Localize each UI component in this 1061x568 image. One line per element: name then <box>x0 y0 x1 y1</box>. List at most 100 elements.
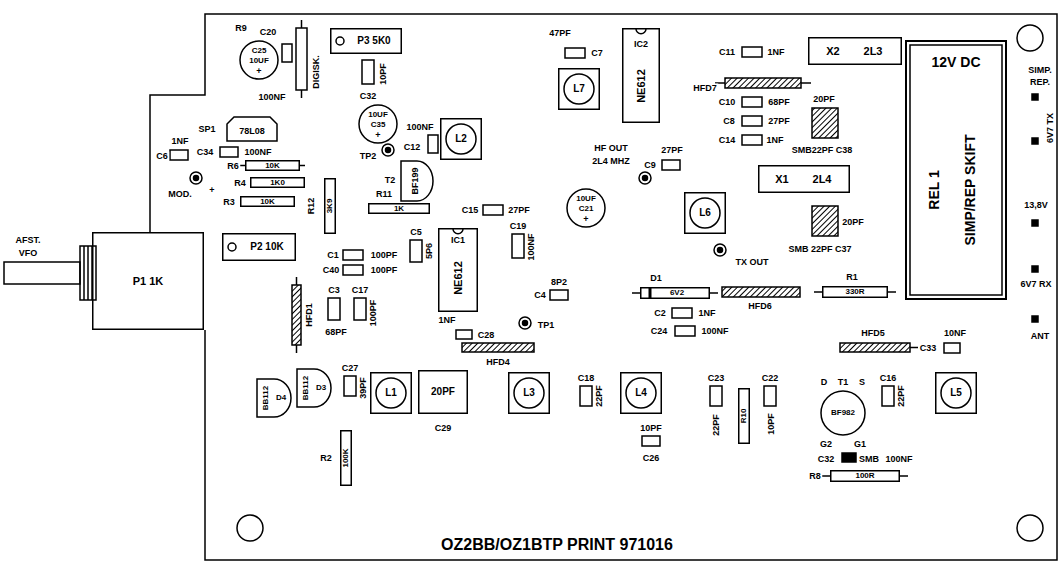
part-text: + <box>375 131 380 140</box>
part-label: SMB 22PF C37 <box>787 245 852 254</box>
part-label: TP1 <box>537 321 556 330</box>
part-text: L1 <box>385 388 397 398</box>
part-label: 39PF <box>359 376 368 400</box>
part-label: 27PF <box>660 146 684 155</box>
outline-stroke <box>739 389 750 444</box>
part-label: G1 <box>853 440 867 449</box>
outline-stroke <box>831 471 900 482</box>
part-text: X1 <box>775 174 788 185</box>
part-text: 2L3 <box>864 46 883 57</box>
part-label: HFD5 <box>860 329 886 338</box>
part-text: 10UF <box>249 57 269 65</box>
part-text: NE612 <box>453 261 464 295</box>
part-text: 20PF <box>431 387 455 397</box>
part-text: P2 10K <box>250 242 283 252</box>
part-label: 100NF <box>405 123 434 132</box>
component-outline: 10UFC35+ <box>358 104 398 144</box>
part-text: 6V2 <box>670 289 684 297</box>
part-label: R4 <box>233 179 247 188</box>
part-label: SMB22PF C38 <box>791 146 854 155</box>
component-outline: 330R <box>822 286 888 298</box>
part-text: X2 <box>826 46 839 57</box>
part-label: C10 <box>718 98 737 107</box>
part-label: 100NF <box>257 93 286 102</box>
part-label: 10PF <box>767 412 776 436</box>
part-text: D3 <box>316 384 326 392</box>
part-text: BB112 <box>262 386 270 410</box>
inductor-symbol <box>292 78 918 353</box>
part-text: IC1 <box>451 236 465 245</box>
part-text: 3K9 <box>326 199 334 214</box>
component-outline: X2 2L3 <box>808 37 902 65</box>
outline-stroke <box>567 189 605 227</box>
part-label: HFD1 <box>305 302 314 328</box>
part-label: 1NF <box>766 48 785 57</box>
part-label: OZ2BB/OZ1BTP PRINT 971016 <box>440 537 674 553</box>
part-label: 100PF <box>370 251 399 260</box>
part-label: 20PF <box>812 95 836 104</box>
outline-stroke <box>821 391 865 435</box>
component-outline: 6V2 <box>640 287 710 299</box>
outline-stroke <box>246 161 300 171</box>
part-text: 10K <box>260 198 275 206</box>
part-label: C20 <box>259 28 278 37</box>
part-label: 100NF <box>884 455 913 464</box>
part-label: C3 <box>327 286 341 295</box>
part-label: C9 <box>643 161 657 170</box>
component-outline: BF982 <box>820 390 866 436</box>
outline-stroke <box>241 197 295 207</box>
outline-stroke <box>369 204 430 214</box>
part-label: 100PF <box>370 266 399 275</box>
outline-stroke <box>359 105 397 143</box>
part-label: 68PF <box>324 328 348 337</box>
part-text: C21 <box>579 205 594 213</box>
component-shape <box>905 40 1007 300</box>
part-label: 8P2 <box>550 278 568 287</box>
part-label: MOD. <box>167 190 193 199</box>
part-text: 100K <box>342 448 350 467</box>
part-text: BF199 <box>411 167 420 194</box>
part-text: 100R <box>855 472 874 480</box>
outline-stroke <box>823 287 888 298</box>
component-outline: BB112D4 <box>256 378 292 418</box>
part-label: C4 <box>533 291 547 300</box>
outline-stroke <box>325 179 336 234</box>
part-text: 10UF <box>368 111 388 119</box>
part-label: ANT <box>1030 332 1051 341</box>
component-outline: P2 10K <box>222 233 296 261</box>
part-label: 100NF <box>243 148 272 157</box>
part-text: L6 <box>699 208 711 218</box>
part-label: 27PF <box>507 206 531 215</box>
part-text: 2L4 <box>813 174 832 185</box>
outline-stroke <box>223 234 296 261</box>
outline-stroke <box>509 373 550 414</box>
part-label: R1 <box>845 273 859 282</box>
part-text: 12V DC <box>931 55 980 69</box>
part-label: 1NF <box>765 136 784 145</box>
part-label: C11 <box>718 48 736 57</box>
component-outline: 10K <box>240 196 295 207</box>
diode-band <box>649 287 652 299</box>
part-label: C33 <box>919 344 938 353</box>
part-label: C14 <box>718 136 737 145</box>
part-label: C29 <box>434 424 453 433</box>
mounting-hole <box>1017 515 1043 541</box>
part-label: 1NF <box>170 137 189 146</box>
component-shape <box>758 165 850 193</box>
outline-stroke <box>514 378 544 408</box>
part-label: SMB <box>858 455 880 464</box>
outline-stroke <box>906 41 1006 299</box>
part-label: C27 <box>341 364 360 373</box>
component-outline: 12V DCREL 1SIMP/REP SKIFT <box>905 40 1007 300</box>
test-pad <box>190 144 726 329</box>
part-text: IC2 <box>634 39 648 48</box>
part-label: REP. <box>1029 78 1051 87</box>
part-text: P3 5K0 <box>357 36 390 46</box>
part-label: SIMP. <box>1027 66 1052 75</box>
outline-stroke <box>564 74 594 104</box>
outline-stroke <box>623 29 660 123</box>
outline-stroke <box>439 229 478 312</box>
component-outline: BB112D3 <box>296 368 332 408</box>
part-label: 13,8V <box>1023 201 1049 210</box>
outline-stroke <box>446 124 476 154</box>
